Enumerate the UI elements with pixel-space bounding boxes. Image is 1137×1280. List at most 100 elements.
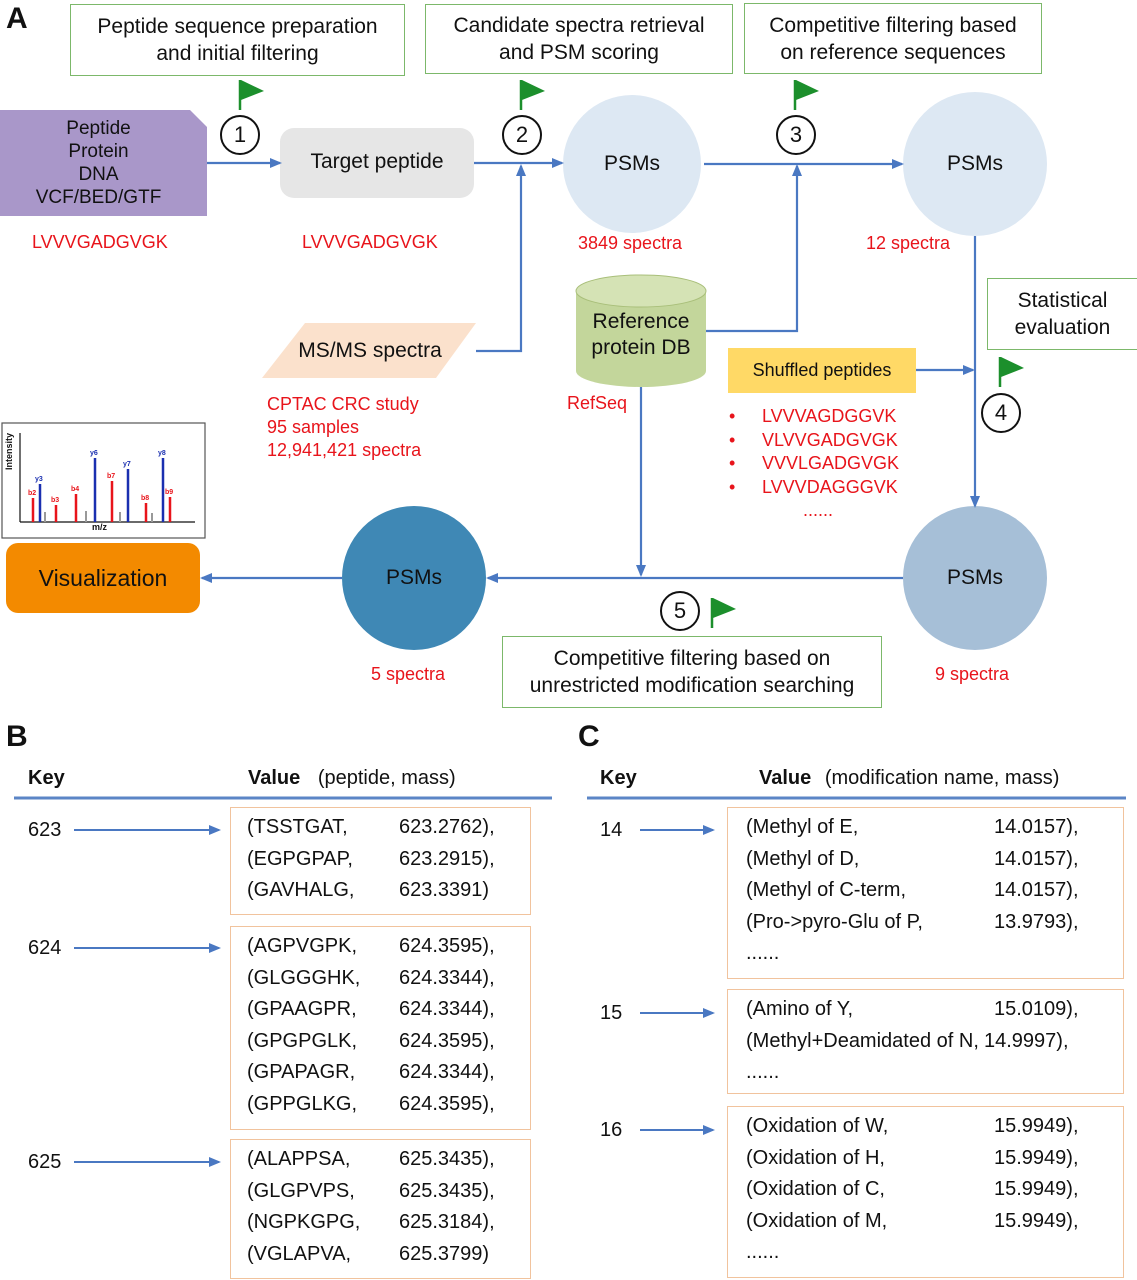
panel-c-value-row: (Methyl of E, 14.0157),: [746, 816, 1079, 839]
modification-name: (Methyl+Deamidated of N,: [746, 1029, 979, 1052]
peptide-mass: 623.2762),: [399, 816, 495, 838]
panel-c-value-sub: (modification name, mass): [824, 767, 1060, 789]
psm-circle-1: [563, 95, 701, 233]
panel-b-value-row: (GAVHALG,623.3391): [247, 879, 489, 902]
psm-circle-4: [342, 506, 486, 650]
modification-name: ......: [746, 1061, 780, 1083]
peptide-sequence: (VGLAPVA,: [247, 1242, 352, 1265]
input-line: Peptide: [66, 118, 131, 139]
spectrum-peak-label: b2: [28, 490, 36, 497]
modification-name: (Oxidation of H,: [746, 1146, 885, 1169]
peptide-sequence: (NGPKGPG,: [247, 1211, 361, 1233]
panel-c-key: 16: [600, 1119, 623, 1141]
spectrum-peak-label: b9: [165, 489, 173, 496]
panel-b-value-row: (GLGPVPS, 625.3435),: [247, 1179, 495, 1203]
shuffled-label: Shuffled peptides: [752, 360, 892, 380]
shuffled-item: •VVVLGADGVGK: [729, 453, 900, 473]
peptide-mass: 624.3344),: [399, 998, 495, 1020]
spectrum-peak-label: y6: [90, 450, 98, 457]
flag-icon-2: [519, 80, 545, 110]
panel-c-key: 15: [600, 1002, 623, 1024]
flags: [238, 80, 1024, 628]
modification-name: (Methyl of E,: [746, 816, 859, 838]
peptide-mass: 623.3391): [399, 879, 490, 901]
panel-b-value-row: (GPAAGPR,624.3344),: [247, 998, 495, 1021]
input-line: Protein: [68, 141, 129, 162]
psm-label-4: PSMs: [385, 566, 442, 589]
shuffled-item: •LVVVAGDGGVK: [729, 406, 897, 426]
panel-b-value-row: (NGPKGPG, 625.3184),: [247, 1211, 495, 1234]
shuffled-item: •LVVVDAGGGVK: [729, 476, 898, 497]
panel-b-value-row: (GLGGGHK,624.3344),: [247, 966, 495, 990]
spectrum-ylabel: Intensity: [4, 432, 14, 470]
visualization-box: [6, 543, 200, 613]
panel-b-value-row: (GPPGLKG,624.3595),: [247, 1093, 495, 1116]
step-2-box: Candidate spectra retrieval and PSM scor…: [425, 4, 733, 74]
modification-mass: 15.9949),: [994, 1178, 1079, 1200]
panel-b-value-sub: (peptide, mass): [317, 767, 456, 789]
count-9: 9 spectra: [935, 664, 1010, 684]
peptide-mass: 624.3595),: [399, 1029, 495, 1052]
panel-b-value-box: (AGPVGPK,624.3595),(GLGGGHK,624.3344),(G…: [230, 926, 531, 1130]
spectrum-peak-label: b8: [141, 495, 149, 502]
shuffled-more: ......: [803, 500, 834, 520]
modification-mass: 15.9949),: [994, 1115, 1079, 1137]
panel-b-value-row: (AGPVGPK, 624.3595),: [247, 935, 495, 958]
panel-b-key: 623: [28, 819, 62, 841]
spectrum-xlabel: m/z: [92, 522, 108, 532]
peptide-sequence: (EGPGPAP,: [247, 847, 353, 870]
msms-info-line: CPTAC CRC study: [267, 394, 419, 414]
msms-shape: [262, 323, 476, 378]
panel-b-value-row: (ALAPPSA,625.3435),: [247, 1148, 495, 1171]
spectrum-peak-label: y3: [35, 476, 43, 483]
step-3-box: Competitive filtering based on reference…: [744, 3, 1042, 74]
panel-c-value-row: (Oxidation of W,15.9949),: [746, 1115, 1079, 1138]
flag-icon-5: [710, 598, 736, 628]
panel-c-key-header: Key: [600, 767, 637, 789]
step-3-label: Competitive filtering based on reference…: [769, 13, 1017, 64]
reference-db-line: Reference: [592, 310, 690, 333]
modification-name: ......: [746, 1241, 780, 1263]
modification-name: (Oxidation of C,: [746, 1178, 885, 1200]
panel-c-value-row: (Methyl+Deamidated of N,14.9997),: [746, 1029, 1069, 1053]
key-arrows: [74, 825, 715, 1167]
psm-circle-2: [903, 92, 1047, 236]
step-number-5: 5: [660, 591, 700, 631]
panel-c-value-row: (Oxidation of H,15.9949),: [746, 1146, 1079, 1170]
step-5-label: Competitive filtering based on unrestric…: [529, 647, 855, 697]
count-5: 5 spectra: [371, 664, 446, 684]
psm-circle-3: [903, 506, 1047, 650]
spectrum-peak-label: b4: [71, 486, 79, 493]
target-peptide-label: Target peptide: [310, 150, 444, 173]
panel-b-key: 624: [28, 937, 62, 959]
count-3849: 3849 spectra: [578, 233, 683, 253]
step-number-3: 3: [776, 115, 816, 155]
modification-mass: 14.0157),: [994, 879, 1079, 901]
spectrum-peak-label: b7: [107, 473, 115, 480]
peptide-mass: 624.3595),: [399, 1092, 495, 1115]
panel-b-value-box: (ALAPPSA,625.3435), (GLGPVPS, 625.3435), (N…: [230, 1139, 531, 1279]
step-1-label: Peptide sequence preparation and initial…: [97, 15, 378, 65]
input-types: Peptide Protein DNA VCF/BED/GTF: [0, 117, 197, 209]
spectrum-peak-label: b3: [51, 497, 59, 504]
peptide-mass: 625.3184),: [399, 1211, 495, 1233]
peptide-sequence: (GPAPAGR,: [247, 1061, 356, 1083]
flow-arrows: [200, 158, 980, 583]
peptide-mass: 625.3435),: [399, 1179, 495, 1202]
step-2-label: Candidate spectra retrieval and PSM scor…: [453, 14, 705, 64]
panel-b-letter: B: [6, 720, 28, 753]
peptide-sequence: (GLGGGHK,: [247, 966, 361, 989]
peptide-sequence: (GLGPVPS,: [247, 1179, 355, 1202]
reference-db-line: protein DB: [591, 336, 691, 359]
refseq-label: RefSeq: [567, 393, 628, 413]
panel-c-value-row: ......: [746, 1241, 779, 1264]
panel-c-value-header: Value: [759, 767, 812, 789]
modification-mass: 14.0157),: [994, 816, 1079, 838]
peptide-mass: 624.3595),: [399, 935, 495, 957]
shuffled-list: •LVVVAGDGGVK •VLVVGADGVGK •VVVLGADGVGK •…: [729, 405, 899, 523]
peptide-sequence: (TSSTGAT,: [247, 816, 348, 838]
peptide-sequence: (AGPVGPK,: [247, 935, 358, 957]
panel-c-value-row: (Amino of Y,15.0109),: [746, 998, 1079, 1021]
modification-mass: 13.9793),: [994, 910, 1079, 933]
input-line: VCF/BED/GTF: [35, 187, 162, 208]
